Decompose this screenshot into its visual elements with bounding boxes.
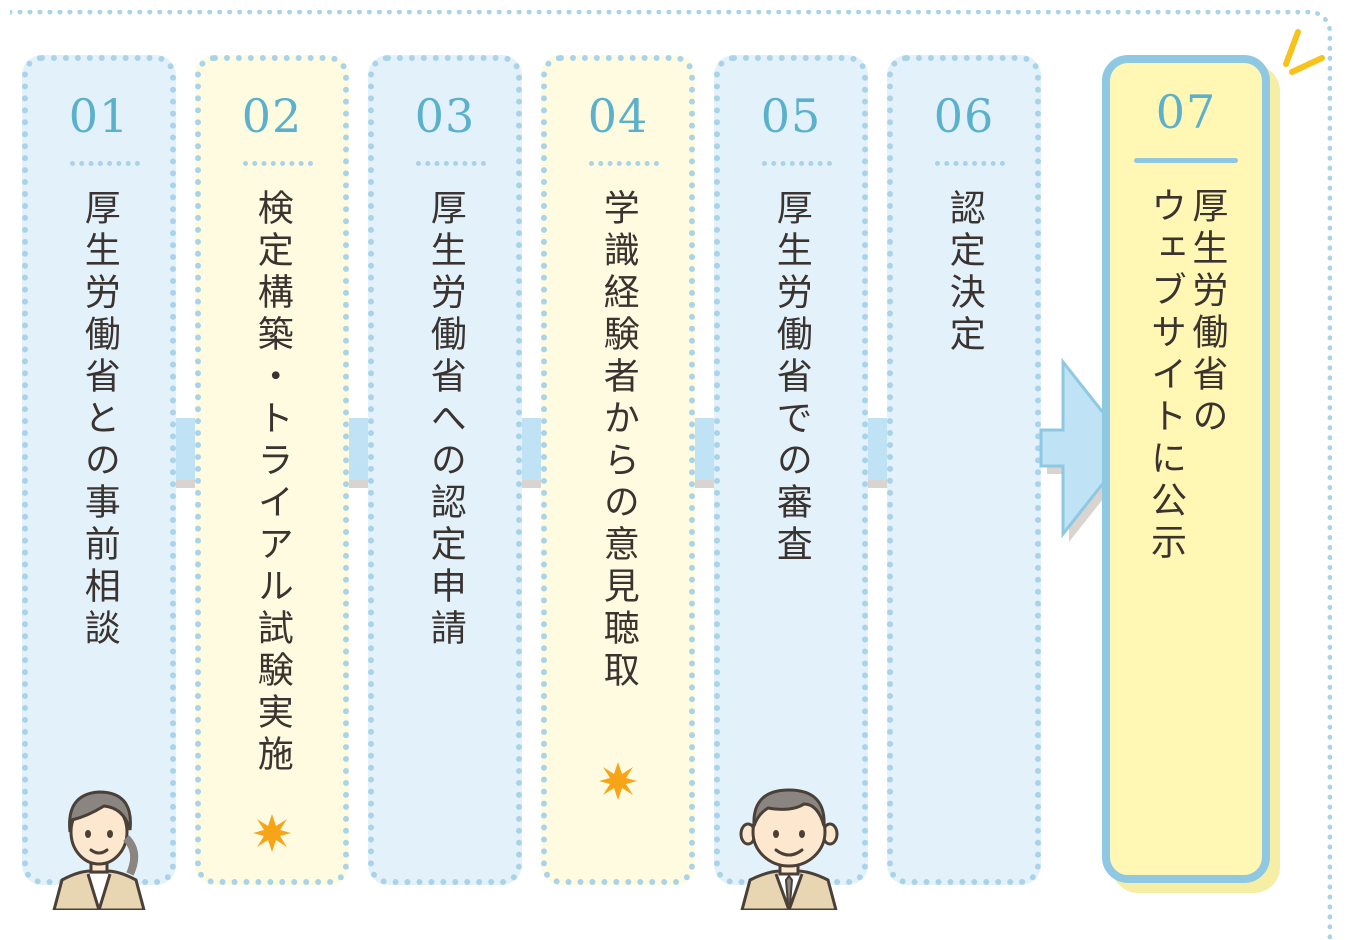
step-number: 05 bbox=[760, 89, 822, 143]
step-05: 05 厚生労働省での審査 bbox=[714, 55, 868, 885]
step-label: 認定決定 bbox=[943, 189, 985, 357]
step-label: 検定構築・トライアル試験実施 bbox=[251, 189, 293, 777]
number-divider bbox=[935, 161, 1005, 166]
step-label: 厚生労働省での審査 bbox=[770, 189, 812, 567]
number-divider bbox=[1134, 158, 1238, 163]
sparkle-lines-icon bbox=[1283, 29, 1325, 75]
step-02: 02 検定構築・トライアル試験実施 bbox=[195, 55, 349, 885]
step-number: 07 bbox=[1155, 85, 1217, 139]
number-divider bbox=[70, 161, 140, 166]
number-divider bbox=[416, 161, 486, 166]
step-number: 04 bbox=[587, 89, 649, 143]
step-label: 厚生労働省への認定申請 bbox=[424, 189, 466, 651]
step-number: 03 bbox=[414, 89, 476, 143]
step-label: 厚生労働省との事前相談 bbox=[78, 189, 120, 651]
star-icon bbox=[599, 762, 637, 800]
step-03: 03 厚生労働省への認定申請 bbox=[368, 55, 522, 885]
step-01: 01 厚生労働省との事前相談 bbox=[22, 55, 176, 885]
step-07-final: 07 厚生労働省の ウェブサイトに公示 bbox=[1102, 55, 1270, 883]
step-label: 厚生労働省の ウェブサイトに公示 bbox=[1145, 187, 1228, 565]
person-man-icon bbox=[739, 788, 839, 910]
number-divider bbox=[243, 161, 313, 166]
step-number: 01 bbox=[68, 89, 130, 143]
person-woman-icon bbox=[52, 790, 146, 910]
step-number: 06 bbox=[933, 89, 995, 143]
step-label: 学識経験者からの意見聴取 bbox=[597, 189, 639, 693]
step-number: 02 bbox=[241, 89, 303, 143]
star-icon bbox=[253, 814, 291, 852]
right-arrow-icon bbox=[1039, 357, 1135, 542]
outer-dotted-frame bbox=[10, 10, 1332, 940]
number-divider bbox=[762, 161, 832, 166]
number-divider bbox=[589, 161, 659, 166]
step-06: 06 認定決定 bbox=[887, 55, 1041, 885]
step-04: 04 学識経験者からの意見聴取 bbox=[541, 55, 695, 885]
